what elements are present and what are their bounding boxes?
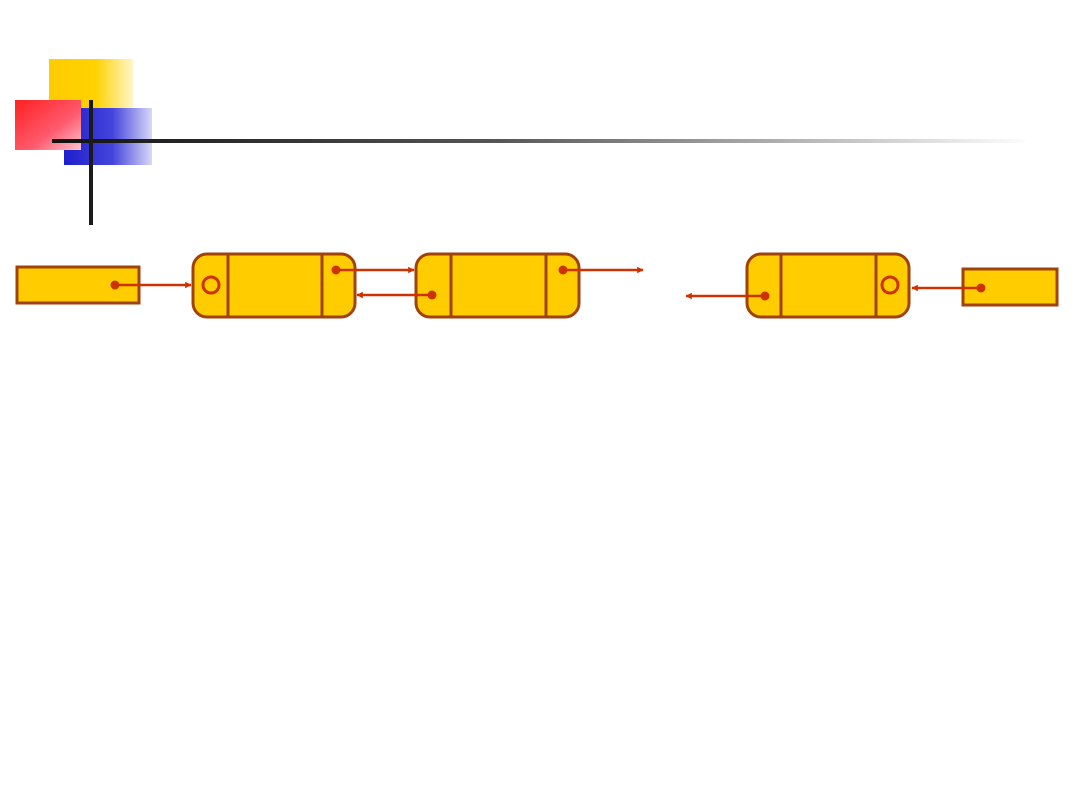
vertical-rule — [89, 100, 93, 225]
horizontal-rule — [52, 139, 1032, 143]
last-prev-arrow — [685, 291, 770, 301]
node2-prev-arrow — [356, 290, 437, 300]
list-node-2 — [414, 252, 581, 319]
list-node-1 — [191, 252, 357, 319]
node2-next-arrow — [558, 265, 644, 275]
null-next-icon — [880, 275, 900, 295]
head-to-node1-arrow — [110, 280, 192, 290]
list-node-last — [745, 252, 911, 319]
title-decoration — [15, 59, 1032, 225]
null-prev-icon — [201, 275, 221, 295]
node1-next-arrow — [331, 265, 415, 275]
pointer-arrows — [110, 265, 986, 301]
tail-to-last-arrow — [911, 283, 986, 293]
